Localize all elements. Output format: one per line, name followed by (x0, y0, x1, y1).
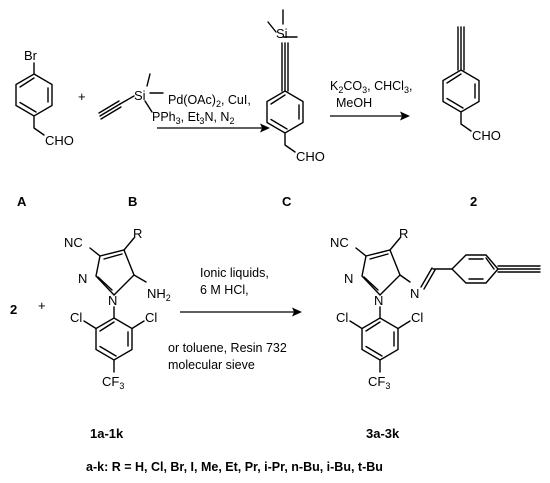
compound-c-structure: Si CHO (266, 9, 325, 164)
imine-n-label: N (410, 286, 419, 301)
compound-2-reactant-label: 2 (10, 302, 17, 317)
bromine-label: Br (24, 48, 38, 63)
substituent-footnote: a-k: R = H, Cl, Br, I, Me, Et, Pr, i-Pr,… (86, 460, 383, 474)
compound-3-label: 3a-3k (366, 426, 400, 441)
step1-conditions-line1: Pd(OAc)2, CuI, (168, 93, 251, 109)
aldehyde-label-c: CHO (296, 149, 325, 164)
pyrazole-n-label-3a: N (344, 271, 353, 286)
compound-3-structure: NC R N N N Cl Cl CF3 (330, 226, 541, 391)
step3-conditions-line2: 6 M HCl, (200, 283, 249, 297)
trifluoromethyl-label-1: CF3 (102, 374, 124, 391)
amine-label: NH2 (147, 286, 171, 303)
step2-conditions-line2: MeOH (336, 96, 372, 110)
compound-c-label: C (282, 194, 292, 209)
nitrile-label-1: NC (64, 235, 83, 250)
step3-conditions-line1: Ionic liquids, (200, 266, 269, 280)
plus-sign-1: + (78, 89, 86, 104)
chlorine-label-1a: Cl (70, 310, 82, 325)
r-group-label-3: R (399, 226, 408, 241)
nitrile-label-3: NC (330, 235, 349, 250)
reaction-arrow-1 (157, 123, 270, 133)
compound-2-structure: CHO (442, 26, 501, 143)
compound-1-label: 1a-1k (90, 426, 124, 441)
pyrazole-n-label-1a: N (78, 271, 87, 286)
pyrazole-n-label-1b: N (108, 293, 117, 308)
pyrazole-n-label-3b: N (374, 293, 383, 308)
step3-conditions-line4: molecular sieve (168, 358, 255, 372)
compound-a-label: A (17, 194, 27, 209)
chlorine-label-1b: Cl (145, 310, 157, 325)
reaction-arrow-3 (180, 307, 302, 317)
step2-conditions-line1: K2CO3, CHCl3, (330, 79, 412, 95)
r-group-label-1: R (133, 226, 142, 241)
silicon-label-c: Si (276, 26, 288, 41)
silicon-label-b: Si (134, 88, 146, 103)
compound-b-label: B (128, 194, 137, 209)
chlorine-label-3b: Cl (411, 310, 423, 325)
compound-2-label: 2 (470, 194, 477, 209)
compound-a-structure: Br CHO (15, 48, 74, 148)
step1-conditions-line2: PPh3, Et3N, N2 (152, 110, 234, 126)
chlorine-label-3a: Cl (336, 310, 348, 325)
plus-sign-2: + (38, 298, 46, 313)
compound-b-structure: Si (98, 73, 164, 120)
aldehyde-label-2: CHO (472, 128, 501, 143)
step3-conditions-line3: or toluene, Resin 732 (168, 341, 287, 355)
compound-1-structure: NC R NH2 N N Cl Cl CF3 (64, 226, 171, 391)
reaction-arrow-2 (330, 111, 410, 121)
trifluoromethyl-label-3: CF3 (368, 374, 390, 391)
aldehyde-label-a: CHO (45, 133, 74, 148)
